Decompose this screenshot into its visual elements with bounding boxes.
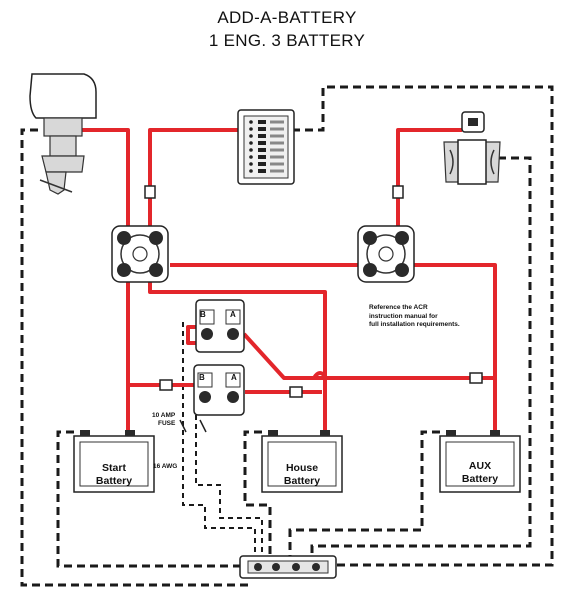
aux-battery-label: AUX Battery <box>448 460 512 486</box>
diagram-subtitle: 1 ENG. 3 BATTERY <box>208 31 366 50</box>
wire-right-switch-to-aux <box>408 263 497 432</box>
breaker-switch <box>258 162 266 166</box>
battery-icon <box>439 430 521 493</box>
negative-wires <box>20 85 554 587</box>
breaker-label-plate <box>270 155 284 159</box>
ground-wire-outer-right <box>240 85 554 567</box>
note-line1: Reference the ACR <box>369 304 428 311</box>
wire-switch-to-house <box>148 275 327 432</box>
start-battery-label-line2: Battery <box>95 475 133 487</box>
fuse-symbol <box>144 185 156 199</box>
fuse-label-line2: FUSE <box>158 420 176 427</box>
note-line2: instruction manual for <box>369 312 438 320</box>
house-battery-label-line2: Battery <box>283 475 321 487</box>
diagram-title: ADD-A-BATTERY <box>217 8 357 27</box>
breaker-label-plate <box>270 127 284 131</box>
ground-wire-outer-left <box>20 128 248 587</box>
house-battery-label-line1: House <box>285 462 319 474</box>
automatic-charging-relay-icon <box>195 299 245 353</box>
breaker-label-plate <box>270 141 284 145</box>
breaker-switch <box>258 127 266 131</box>
aux-battery-label-line2: Battery <box>461 473 499 485</box>
wire-acr-top-b <box>186 325 200 345</box>
fuse-symbol <box>289 386 303 398</box>
wire-engine-to-switch <box>82 128 130 232</box>
fuse-symbol <box>469 372 483 384</box>
note-line3: full installation requirements. <box>369 321 460 328</box>
fuse-symbol <box>159 379 173 391</box>
ground-wire-start <box>56 430 248 568</box>
wire-crossover <box>312 371 328 380</box>
outboard-motor-icon <box>29 73 97 195</box>
breaker-indicator <box>249 169 253 173</box>
fuse-label: 10 AMP FUSE <box>152 412 175 428</box>
acr-bottom-terminal-a: A <box>231 373 237 382</box>
breaker-indicator <box>249 127 253 131</box>
ground-wire-acr-bottom <box>195 415 263 560</box>
fuse-label-line1: 10 AMP <box>152 412 176 419</box>
breaker-indicator <box>249 162 253 166</box>
breaker-indicator <box>249 148 253 152</box>
breaker-indicator <box>249 155 253 159</box>
start-battery-label-line1: Start <box>102 462 126 474</box>
breaker-switch <box>258 169 266 173</box>
breaker-label-plate <box>270 169 284 173</box>
house-battery-label: House Battery <box>270 462 334 488</box>
breaker-switch <box>258 120 266 124</box>
acr-bottom-terminal-b: B <box>199 373 205 382</box>
wire-gauge-label: 16 AWG <box>153 463 178 470</box>
breaker-label-plate <box>270 120 284 124</box>
wire-acr-top-a <box>242 332 495 380</box>
aux-battery-label-line1: AUX <box>468 460 492 472</box>
breaker-label-plate <box>270 134 284 138</box>
breaker-label-plate <box>270 148 284 152</box>
breaker-switch <box>258 148 266 152</box>
wire-panel-to-switch <box>148 128 238 232</box>
automatic-charging-relay-icon <box>193 364 245 416</box>
ground-wire-windlass <box>310 156 532 560</box>
ground-wire-acr-top <box>182 322 256 560</box>
breaker-switch <box>258 155 266 159</box>
battery-icon <box>73 430 155 493</box>
breaker-switch <box>258 134 266 138</box>
battery-switch-icon <box>111 225 169 283</box>
breaker-switch <box>258 141 266 145</box>
breaker-rows <box>249 120 284 173</box>
breaker-label-plate <box>270 162 284 166</box>
inline-fuse-icon <box>179 419 207 433</box>
installation-note: Reference the ACR instruction manual for… <box>369 304 479 330</box>
positive-wires <box>82 128 497 432</box>
breaker-indicator <box>249 120 253 124</box>
acr-top-terminal-a: A <box>230 310 236 319</box>
battery-icon <box>261 430 343 493</box>
breaker-indicator <box>249 134 253 138</box>
start-battery-label: Start Battery <box>82 462 146 488</box>
negative-busbar-icon <box>239 555 337 579</box>
acr-top-terminal-b: B <box>200 310 206 319</box>
ground-wire-house <box>243 430 272 560</box>
fuses <box>144 185 483 398</box>
fuse-symbol <box>392 185 404 199</box>
battery-switch-icon <box>357 225 415 283</box>
windlass-icon <box>443 111 501 185</box>
breaker-indicator <box>249 141 253 145</box>
